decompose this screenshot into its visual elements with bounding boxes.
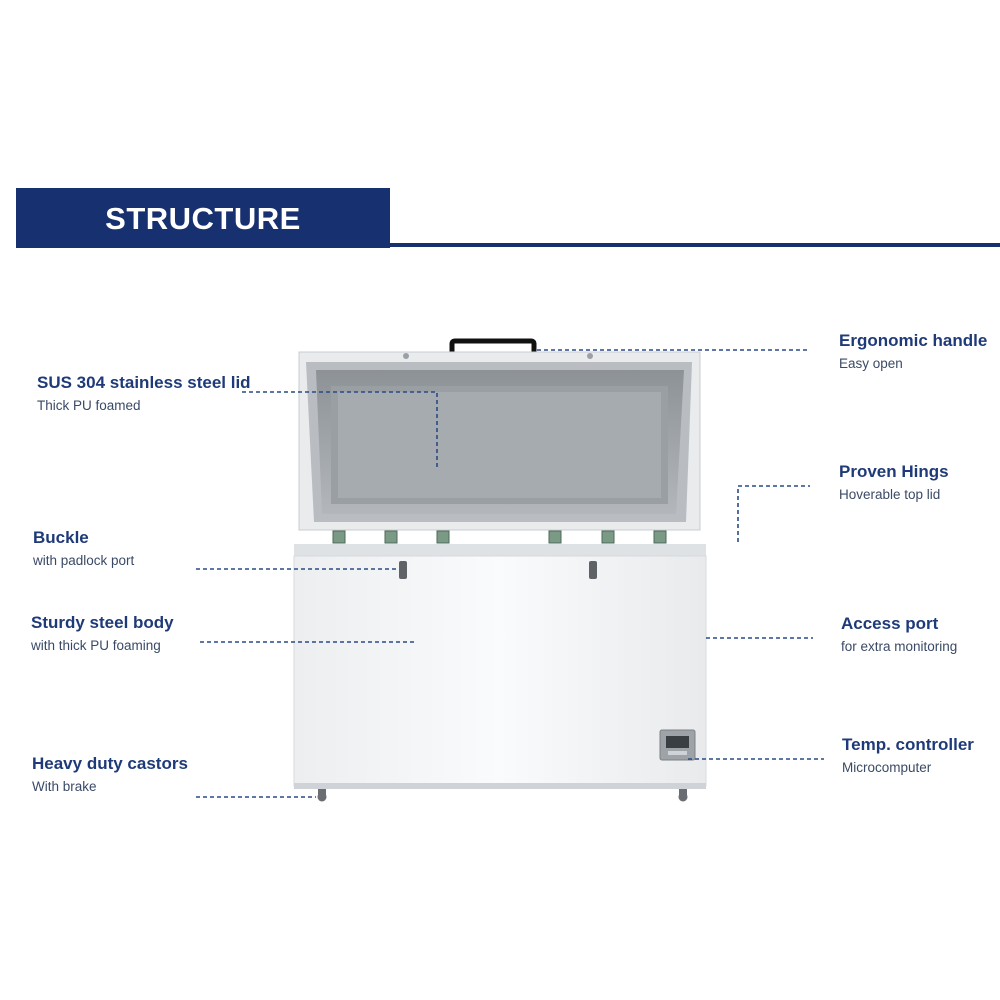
handle-icon [449,338,537,357]
callout-title: Temp. controller [842,735,974,754]
callout-handle: Ergonomic handle Easy open [839,331,987,371]
castor-icon [317,789,688,802]
callout-subtitle: with thick PU foaming [31,638,161,653]
callout-castors: Heavy duty castors With brake [32,754,188,794]
section-banner: STRUCTURE [16,188,390,248]
callout-subtitle: Easy open [839,356,903,371]
hinge-icon [332,530,667,544]
callout-title: Proven Hings [839,462,949,481]
callout-title: SUS 304 stainless steel lid [37,373,251,392]
buckle-icon [399,561,597,579]
callout-title: Sturdy steel body [31,613,174,632]
callout-subtitle: With brake [32,779,97,794]
callout-subtitle: Microcomputer [842,760,932,775]
callout-controller: Temp. controller Microcomputer [842,735,974,775]
callout-title: Heavy duty castors [32,754,188,773]
steel-lid [298,351,701,531]
header-rule [390,243,1000,247]
callout-subtitle: with padlock port [33,553,135,568]
callout-hinges: Proven Hings Hoverable top lid [839,462,949,502]
leader-lines [196,349,824,798]
callout-port: Access port for extra monitoring [841,614,957,654]
callout-body: Sturdy steel body with thick PU foaming [31,613,174,653]
callout-lid: SUS 304 stainless steel lid Thick PU foa… [37,373,251,413]
callout-title: Buckle [33,528,89,547]
section-title: STRUCTURE [105,201,301,236]
callout-title: Access port [841,614,939,633]
freezer-body [293,544,707,789]
callout-buckle: Buckle with padlock port [33,528,134,568]
callout-subtitle: Thick PU foamed [37,398,141,413]
callout-subtitle: Hoverable top lid [839,487,941,502]
callout-subtitle: for extra monitoring [841,639,958,654]
controller-icon [659,729,696,761]
callout-title: Ergonomic handle [839,331,988,350]
